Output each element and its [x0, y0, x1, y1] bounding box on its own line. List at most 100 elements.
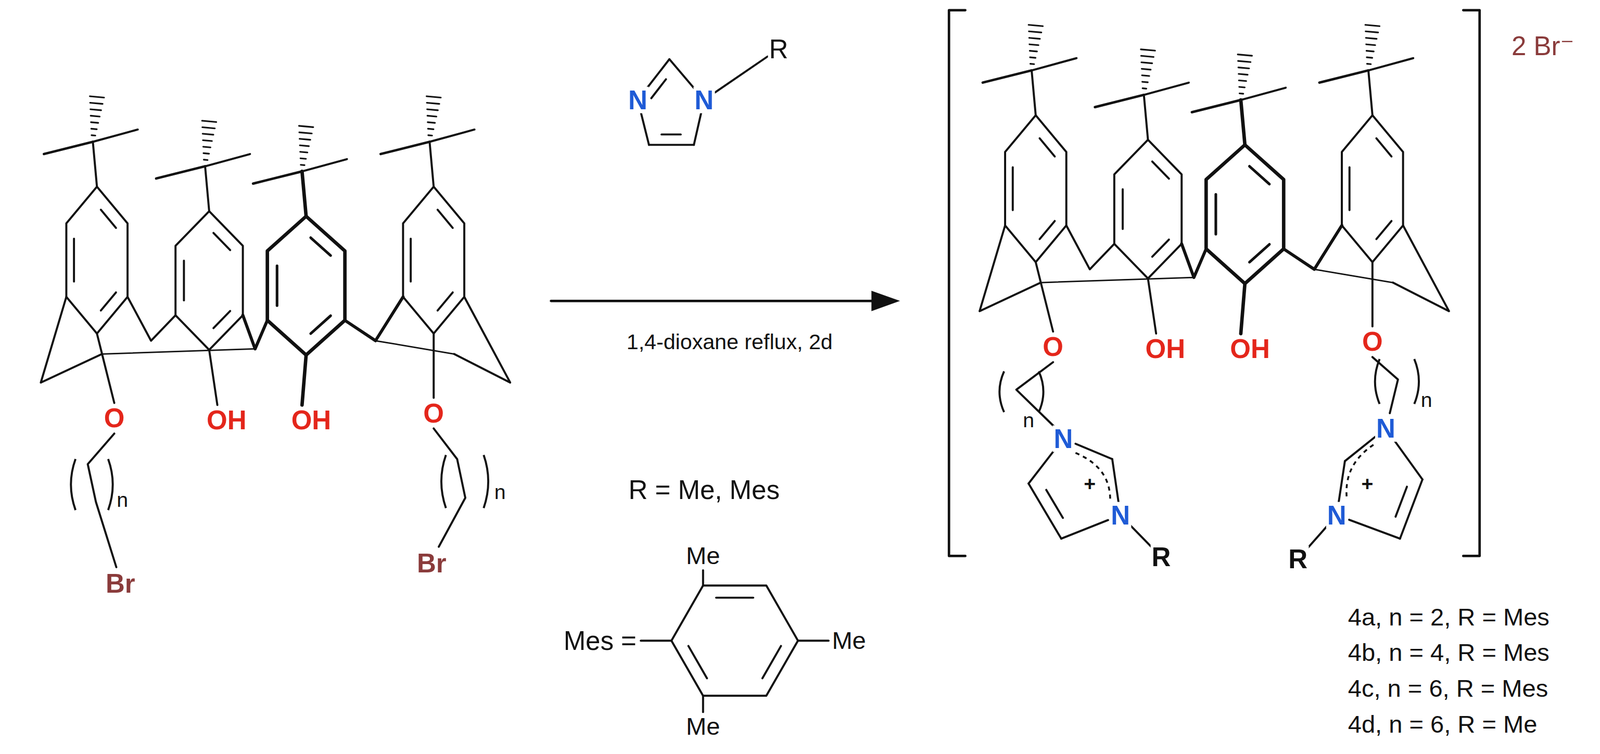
- tert-butyl-hashed-wedge: [1366, 51, 1374, 52]
- compound-label: 4c, n = 6, R = Mes: [1347, 676, 1549, 702]
- tert-butyl-hashed-wedge: [202, 133, 214, 135]
- reaction-arrow: [551, 299, 878, 303]
- bond-line: [1129, 524, 1152, 548]
- tert-butyl-hashed-wedge: [299, 132, 312, 134]
- double-bond-line: [716, 597, 754, 600]
- tert-butyl-bond: [1031, 58, 1077, 71]
- atom-label: OH: [1144, 335, 1187, 363]
- tert-butyl-hashed-wedge: [300, 163, 305, 167]
- tert-butyl-hashed-wedge: [1238, 67, 1250, 69]
- aromatic-ring: [1205, 144, 1284, 284]
- tert-butyl-hashed-wedge: [90, 96, 105, 98]
- tert-butyl-hashed-wedge: [1366, 62, 1371, 66]
- aromatic-ring: [267, 216, 346, 356]
- double-bond-line: [409, 238, 412, 282]
- double-bond-line: [1011, 167, 1014, 211]
- double-bond-line: [1376, 138, 1392, 157]
- tert-butyl-bond: [1319, 70, 1369, 83]
- tert-butyl-bond: [1144, 82, 1189, 96]
- substituent-definition: R = Me, Mes: [627, 476, 781, 504]
- bond-line: [1349, 519, 1401, 539]
- bond-line: [1338, 461, 1345, 503]
- reaction-conditions: 1,4-dioxane reflux, 2d: [625, 331, 834, 353]
- substituent-label: R: [1150, 543, 1173, 571]
- tert-butyl-bond: [1144, 94, 1149, 140]
- atom-label: O: [422, 400, 446, 427]
- double-bond-line: [1249, 166, 1270, 185]
- tert-butyl-hashed-wedge: [1029, 51, 1037, 52]
- double-bond-line: [213, 311, 231, 329]
- alkyl-chain: [1372, 357, 1399, 414]
- methylene-bridge: [1181, 244, 1206, 278]
- double-bond-line: [1152, 161, 1170, 179]
- double-bond-line: [762, 645, 782, 679]
- double-bond-line: [1214, 194, 1217, 234]
- tert-butyl-bond: [1240, 87, 1286, 101]
- double-bond-line: [310, 315, 331, 334]
- tert-butyl-bond: [301, 159, 347, 172]
- bond-line: [693, 112, 702, 145]
- tert-butyl-bond: [1368, 70, 1373, 116]
- double-bond-line: [100, 209, 117, 228]
- substituent-label: R: [1287, 545, 1309, 573]
- methylene-bridge: [1283, 225, 1342, 270]
- atom-label: O: [1361, 328, 1384, 355]
- tert-butyl-hashed-wedge: [1140, 55, 1154, 57]
- methylene-bridge: [345, 296, 404, 341]
- tert-butyl-hashed-wedge: [299, 145, 309, 147]
- double-bond-line: [1039, 221, 1055, 240]
- bond-line: [702, 695, 705, 713]
- tert-butyl-hashed-wedge: [203, 152, 210, 155]
- bond-line: [1148, 278, 1157, 334]
- tert-butyl-hashed-wedge: [1140, 49, 1155, 51]
- tert-butyl-hashed-wedge: [300, 157, 307, 160]
- tert-butyl-hashed-wedge: [1365, 24, 1380, 27]
- double-bond-line: [72, 238, 75, 282]
- bracket: [1463, 10, 1480, 557]
- arrow-head: [871, 290, 900, 312]
- bond-line: [1035, 262, 1053, 332]
- bond-line: [1075, 443, 1113, 460]
- repeat-index: n: [1419, 389, 1434, 411]
- methylene-bridge: [1392, 225, 1450, 312]
- double-bond-line: [1249, 244, 1270, 263]
- tert-butyl-hashed-wedge: [1029, 44, 1039, 46]
- atom-label: OH: [205, 407, 248, 434]
- tert-butyl-hashed-wedge: [91, 134, 96, 137]
- tert-butyl-hashed-wedge: [202, 146, 211, 148]
- double-bond-line: [688, 645, 708, 679]
- repeat-parenthesis: [483, 454, 489, 509]
- methylene-bridge: [40, 296, 103, 383]
- atom-label: OH: [1228, 335, 1271, 363]
- tert-butyl-hashed-wedge: [1028, 24, 1043, 27]
- tert-butyl-hashed-wedge: [1141, 75, 1150, 76]
- methylene-bridge: [127, 296, 176, 341]
- methylene-bridge: [102, 348, 256, 354]
- atom-label: OH: [290, 407, 333, 434]
- tert-butyl-bond: [92, 142, 97, 187]
- tert-butyl-hashed-wedge: [90, 109, 102, 111]
- tert-butyl-hashed-wedge: [204, 158, 208, 161]
- double-bond-line: [1376, 221, 1392, 240]
- repeat-index: n: [115, 489, 130, 511]
- substituent-label: R: [767, 35, 790, 63]
- tert-butyl-hashed-wedge: [1142, 81, 1149, 84]
- double-bond-line: [1039, 138, 1055, 157]
- double-bond-line: [275, 265, 279, 306]
- tert-butyl-bond: [205, 154, 250, 167]
- methylene-bridge: [979, 225, 1041, 312]
- double-bond-line: [1348, 167, 1351, 211]
- repeat-index: n: [1021, 410, 1036, 431]
- repeat-parenthesis: [1414, 359, 1419, 404]
- bond-line: [301, 354, 307, 405]
- atom-label: N: [1326, 502, 1348, 529]
- atom-label: Br: [415, 550, 448, 577]
- bond-line: [1028, 449, 1056, 484]
- double-bond-line: [213, 233, 231, 251]
- tert-butyl-hashed-wedge: [1239, 85, 1246, 88]
- methyl-label: Me: [830, 628, 867, 654]
- bond-line: [96, 333, 114, 403]
- tert-butyl-hashed-wedge: [299, 138, 311, 141]
- tert-butyl-hashed-wedge: [1238, 80, 1247, 82]
